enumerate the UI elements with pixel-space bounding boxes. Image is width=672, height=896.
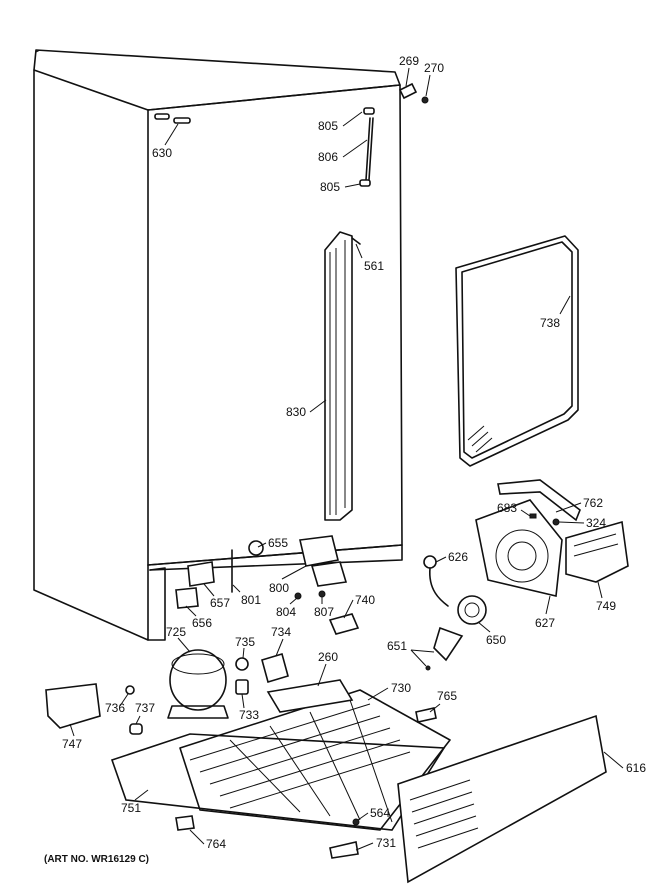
part-564 bbox=[352, 818, 360, 826]
part-804 bbox=[294, 592, 302, 600]
part-736 bbox=[125, 685, 135, 695]
callout-737: 737 bbox=[135, 701, 155, 715]
callout-805: 805 bbox=[318, 119, 338, 133]
part-683 bbox=[529, 513, 537, 519]
part-561-screw bbox=[351, 237, 361, 245]
part-747-bracket bbox=[45, 683, 101, 729]
callout-734: 734 bbox=[271, 625, 291, 639]
callout-749: 749 bbox=[596, 599, 616, 613]
refrigerator-cabinet bbox=[33, 49, 403, 641]
part-737 bbox=[129, 723, 143, 735]
callout-656: 656 bbox=[192, 616, 212, 630]
callout-736: 736 bbox=[105, 701, 125, 715]
callout-740: 740 bbox=[355, 593, 375, 607]
callout-260: 260 bbox=[318, 650, 338, 664]
callout-683: 683 bbox=[497, 501, 517, 515]
part-807 bbox=[318, 590, 326, 598]
part-764 bbox=[175, 815, 195, 831]
leader-lines bbox=[69, 67, 624, 851]
callout-806: 806 bbox=[318, 150, 338, 164]
part-735 bbox=[235, 657, 249, 671]
callout-731: 731 bbox=[376, 836, 396, 850]
callout-735: 735 bbox=[235, 635, 255, 649]
part-650-fan-motor bbox=[457, 595, 487, 625]
part-800-water-valve bbox=[248, 535, 348, 587]
part-725-compressor bbox=[167, 649, 229, 719]
part-651-fan-blade bbox=[425, 626, 464, 671]
callout-630: 630 bbox=[152, 146, 172, 160]
part-733 bbox=[235, 679, 249, 695]
part-830-channel bbox=[324, 231, 353, 521]
callout-804: 804 bbox=[276, 605, 296, 619]
callout-765: 765 bbox=[437, 689, 457, 703]
part-656-bracket bbox=[175, 587, 199, 609]
callout-733: 733 bbox=[239, 708, 259, 722]
callout-561: 561 bbox=[364, 259, 384, 273]
callout-747: 747 bbox=[62, 737, 82, 751]
callout-657: 657 bbox=[210, 596, 230, 610]
callout-764: 764 bbox=[206, 837, 226, 851]
callout-564: 564 bbox=[370, 806, 390, 820]
part-324 bbox=[552, 518, 560, 526]
part-627-shroud bbox=[475, 499, 563, 597]
callout-324: 324 bbox=[586, 516, 606, 530]
part-738-gasket bbox=[455, 235, 579, 467]
callout-655: 655 bbox=[268, 536, 288, 550]
callout-805: 805 bbox=[320, 180, 340, 194]
callout-labels: 269 270 630 805 806 805 561 738 830 762 … bbox=[62, 54, 646, 851]
part-762-duct bbox=[497, 479, 581, 522]
callout-762: 762 bbox=[583, 496, 603, 510]
part-260 bbox=[266, 679, 354, 713]
callout-751: 751 bbox=[121, 801, 141, 815]
callout-627: 627 bbox=[535, 616, 555, 630]
part-731 bbox=[329, 841, 359, 859]
callout-725: 725 bbox=[166, 625, 186, 639]
callout-270: 270 bbox=[424, 61, 444, 75]
callout-801: 801 bbox=[241, 593, 261, 607]
part-751-base bbox=[110, 733, 446, 831]
callout-807: 807 bbox=[314, 605, 334, 619]
callout-830: 830 bbox=[286, 405, 306, 419]
part-734-relay bbox=[261, 652, 289, 684]
part-657-bracket bbox=[187, 561, 215, 587]
part-616-grille bbox=[397, 714, 607, 884]
part-626-thermostat bbox=[423, 555, 449, 607]
callout-800: 800 bbox=[269, 581, 289, 595]
part-806-tube bbox=[359, 107, 375, 187]
part-269-270 bbox=[398, 82, 429, 104]
callout-738: 738 bbox=[540, 316, 560, 330]
callout-626: 626 bbox=[448, 550, 468, 564]
callout-730: 730 bbox=[391, 681, 411, 695]
callout-616: 616 bbox=[626, 761, 646, 775]
art-number: (ART NO. WR16129 C) bbox=[44, 854, 149, 865]
part-630-hinge bbox=[154, 113, 191, 124]
part-749-cover bbox=[565, 520, 629, 583]
callout-650: 650 bbox=[486, 633, 506, 647]
callout-269: 269 bbox=[399, 54, 419, 68]
callout-651: 651 bbox=[387, 639, 407, 653]
